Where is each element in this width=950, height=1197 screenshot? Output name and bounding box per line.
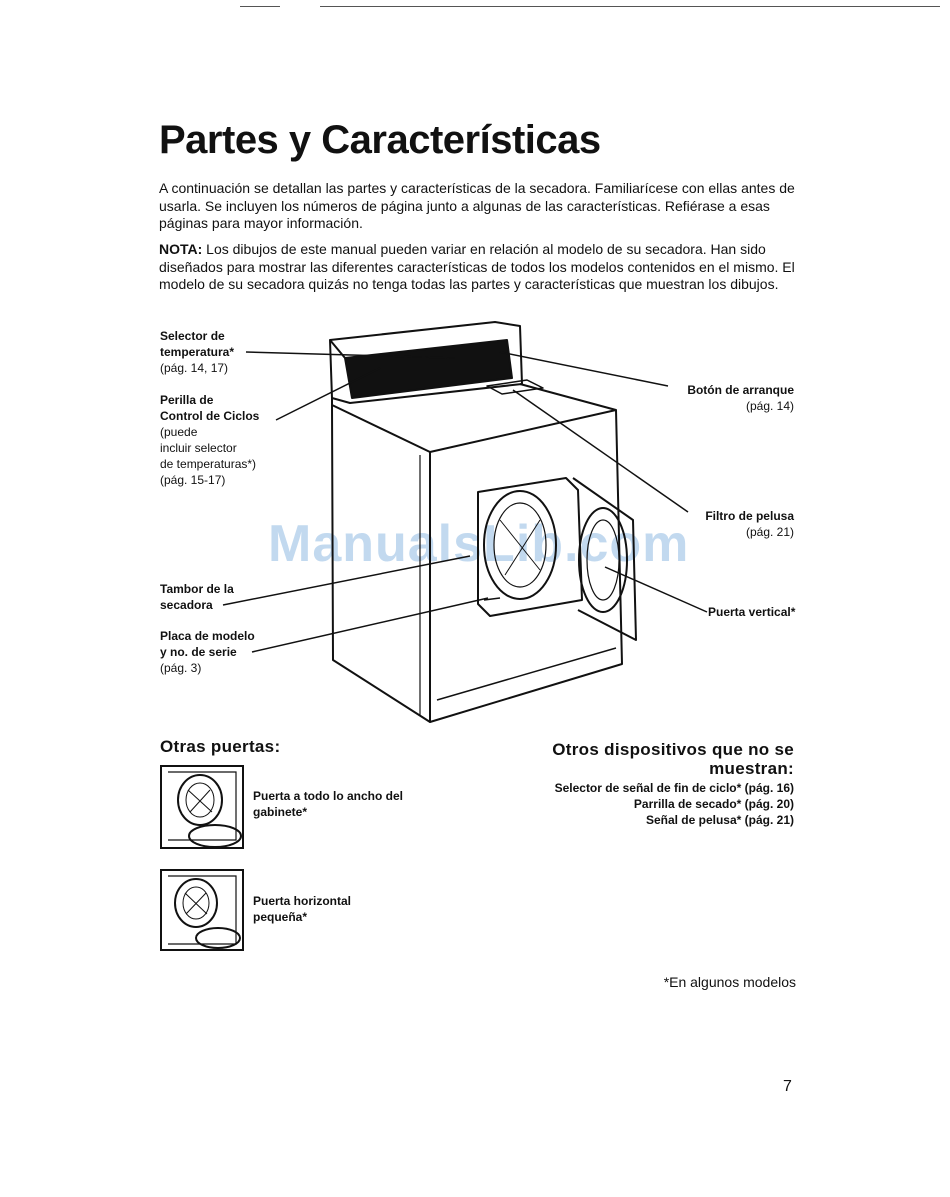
other-devices-list: Selector de señal de fin de ciclo* (pág.… bbox=[440, 780, 794, 828]
page-number: 7 bbox=[783, 1078, 792, 1095]
small-horizontal-door-drum bbox=[174, 878, 218, 928]
cabinet-base bbox=[436, 647, 617, 701]
label-temperature-selector: Selector de temperatura* (pág. 14, 17) bbox=[160, 329, 235, 375]
full-width-door-frame bbox=[160, 765, 244, 849]
door-opening bbox=[477, 477, 583, 617]
note-label: NOTA: bbox=[159, 241, 203, 257]
label-vertical-door: Puerta vertical* bbox=[708, 605, 796, 619]
intro-paragraph: A continuación se detallan las partes y … bbox=[159, 180, 795, 231]
top-rule bbox=[320, 6, 940, 7]
label-cycle-knob: Perilla de Control de Ciclos (puede incl… bbox=[160, 393, 260, 487]
page-title: Partes y Características bbox=[159, 118, 601, 162]
list-item: Selector de señal de fin de ciclo* (pág.… bbox=[554, 781, 794, 795]
leader-model-plate bbox=[251, 597, 489, 653]
drum-baffles bbox=[499, 519, 541, 576]
door-window-inner bbox=[586, 519, 620, 601]
small-horizontal-door-label: Puerta horizontal pequeña* bbox=[253, 894, 352, 924]
leader-temperature bbox=[245, 351, 456, 359]
drum bbox=[483, 490, 557, 600]
small-horizontal-door-frame bbox=[160, 869, 244, 951]
small-horizontal-door-open bbox=[195, 927, 241, 949]
other-doors-heading: Otras puertas: bbox=[160, 737, 281, 756]
footnote: *En algunos modelos bbox=[663, 974, 796, 990]
label-lint-filter: Filtro de pelusa (pág. 21) bbox=[705, 509, 794, 539]
model-plate bbox=[483, 597, 501, 601]
list-item: Señal de pelusa* (pág. 21) bbox=[645, 813, 794, 827]
leader-vertical-door bbox=[604, 566, 708, 613]
leader-cycle-knob bbox=[275, 367, 381, 421]
console-dark-panel bbox=[344, 339, 513, 399]
full-width-door-drum bbox=[177, 774, 223, 826]
drum-inner bbox=[493, 502, 547, 588]
cabinet-front bbox=[429, 409, 623, 723]
other-devices-heading: Otros dispositivos que no se muestran: bbox=[552, 740, 794, 778]
top-rule-short bbox=[240, 6, 280, 7]
label-drum: Tambor de la secadora bbox=[160, 582, 234, 612]
cabinet-side bbox=[331, 404, 431, 723]
leader-drum bbox=[222, 555, 471, 606]
door-window bbox=[578, 507, 628, 613]
list-item: Parrilla de secado* (pág. 20) bbox=[633, 797, 794, 811]
label-start-button: Botón de arranque (pág. 14) bbox=[687, 383, 794, 413]
leader-start bbox=[499, 351, 669, 387]
label-model-plate: Placa de modelo y no. de serie (pág. 3) bbox=[160, 629, 255, 675]
start-button-shape bbox=[486, 379, 544, 395]
full-width-door-label: Puerta a todo lo ancho del gabinete* bbox=[253, 789, 404, 819]
leader-lint-filter bbox=[512, 389, 689, 513]
note-paragraph: NOTA: Los dibujos de este manual pueden … bbox=[159, 241, 799, 294]
note-text: Los dibujos de este manual pueden variar… bbox=[159, 241, 795, 292]
full-width-door-open bbox=[188, 824, 242, 848]
